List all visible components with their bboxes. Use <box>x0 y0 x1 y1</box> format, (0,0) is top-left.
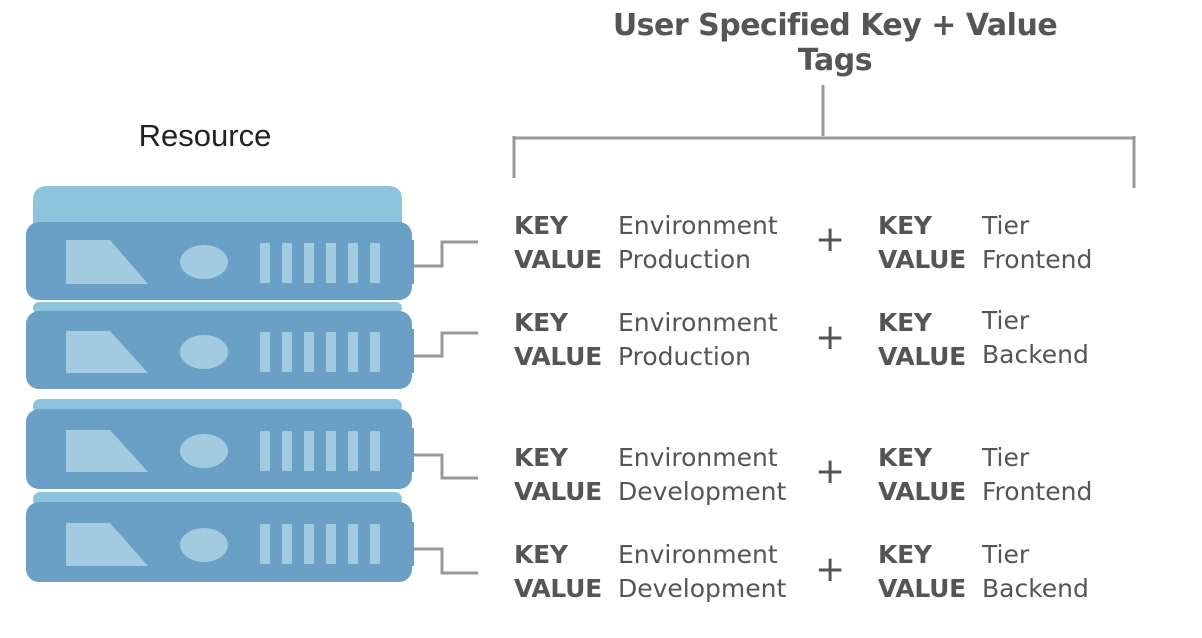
value-label: VALUE <box>878 574 966 603</box>
tag-key: Environment <box>618 211 778 240</box>
value-label: VALUE <box>878 477 966 506</box>
value-label: VALUE <box>514 574 602 603</box>
tag-value: Frontend <box>982 477 1093 506</box>
plus-sign: + <box>815 219 846 260</box>
plus-sign: + <box>815 451 846 492</box>
tag-value: Production <box>618 245 752 274</box>
connector-line <box>414 240 478 268</box>
key-label: KEY <box>878 443 932 472</box>
value-label: VALUE <box>514 245 602 274</box>
key-label: KEY <box>514 443 568 472</box>
server-unit <box>26 399 414 489</box>
tag-key: Tier <box>982 540 1030 569</box>
key-label: KEY <box>514 211 568 240</box>
value-label: VALUE <box>878 245 966 274</box>
value-label: VALUE <box>514 477 602 506</box>
connector-line <box>414 331 478 358</box>
tag-key: Environment <box>618 443 778 472</box>
value-label: VALUE <box>878 342 966 371</box>
server-stack-icon <box>26 186 414 582</box>
tag-value: Development <box>618 574 787 603</box>
tag-key: Environment <box>618 308 778 337</box>
diagram-title: User Specified Key + Value Tags <box>612 8 1058 78</box>
tags-bracket <box>512 85 1136 188</box>
resource-label: Resource <box>138 118 272 153</box>
tag-value: Backend <box>982 340 1089 369</box>
server-stack-top <box>33 186 402 226</box>
key-label: KEY <box>878 211 932 240</box>
server-unit <box>26 302 414 389</box>
key-label: KEY <box>514 540 568 569</box>
tag-key: Tier <box>982 211 1030 240</box>
tag-key: Tier <box>982 306 1030 335</box>
key-label: KEY <box>514 308 568 337</box>
server-unit <box>26 492 414 582</box>
tag-value: Production <box>618 342 752 371</box>
tag-value: Backend <box>982 574 1089 603</box>
key-label: KEY <box>878 540 932 569</box>
plus-sign: + <box>815 317 846 358</box>
connector-line <box>414 453 478 480</box>
key-label: KEY <box>878 308 932 337</box>
server-unit <box>26 222 414 300</box>
tag-value: Development <box>618 477 787 506</box>
value-label: VALUE <box>514 342 602 371</box>
connector-line <box>414 547 478 575</box>
plus-sign: + <box>815 549 846 590</box>
tag-value: Frontend <box>982 245 1093 274</box>
tag-key: Tier <box>982 443 1030 472</box>
tag-key: Environment <box>618 540 778 569</box>
